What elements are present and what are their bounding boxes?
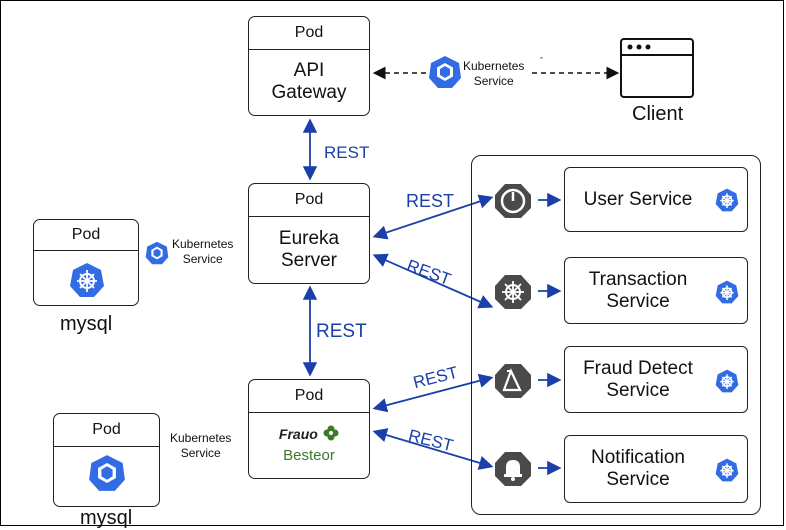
pod-body: API Gateway [249, 49, 369, 115]
user-service[interactable]: User Service [564, 167, 748, 232]
kubernetes-helm-icon [715, 458, 739, 482]
kubernetes-service-icon [89, 455, 125, 491]
api-gateway-pod[interactable]: Pod API Gateway [248, 16, 370, 116]
kubernetes-service-icon [429, 56, 461, 88]
rest-label-eureka-user: REST [406, 191, 455, 211]
power-icon [495, 184, 531, 218]
fraud-logo: Frauo Besteor [249, 412, 369, 478]
pod-header: Pod [249, 380, 369, 413]
logo-line1: Frauo [278, 426, 318, 442]
service-label: User Service [583, 188, 693, 210]
helm-wheel-icon [495, 275, 531, 309]
mysql-pod-2[interactable]: Pod [53, 413, 160, 507]
pod-title-line1: Eureka [278, 227, 340, 249]
browser-window-icon [620, 38, 694, 98]
mysql-pod-1[interactable]: Pod [33, 219, 139, 306]
mysql-label-1: mysql [60, 313, 113, 335]
tiny-mark: ˆ [540, 56, 543, 66]
pod-header: Pod [249, 17, 369, 50]
kubernetes-helm-icon [715, 369, 739, 393]
kubernetes-helm-icon [70, 263, 104, 297]
pod-header: Pod [54, 414, 159, 447]
kubernetes-service-icon [145, 241, 169, 265]
pod-body: Eureka Server [249, 216, 369, 283]
kubernetes-helm-icon [715, 188, 739, 212]
kubernetes-helm-icon [715, 280, 739, 304]
pod-title-line2: Server [281, 249, 337, 271]
rest-label-gateway-eureka: REST [324, 143, 370, 162]
mysql-label-2: mysql [80, 507, 133, 529]
eureka-server-pod[interactable]: Pod Eureka Server [248, 183, 370, 284]
pod-header: Pod [249, 184, 369, 217]
client-label: Client [632, 103, 684, 125]
bell-icon [495, 452, 531, 486]
services-cluster [471, 155, 761, 515]
clover-icon [323, 425, 339, 441]
pod-title-line1: API [293, 60, 325, 81]
pod-title-line2: Gateway [271, 82, 347, 103]
fraud-pod[interactable]: Pod Frauo Besteor [248, 379, 370, 479]
rest-label-eureka-fraudpod: REST [316, 321, 367, 342]
alert-icon [495, 364, 531, 398]
logo-line2: Besteor [283, 447, 335, 464]
pod-header: Pod [34, 220, 138, 251]
